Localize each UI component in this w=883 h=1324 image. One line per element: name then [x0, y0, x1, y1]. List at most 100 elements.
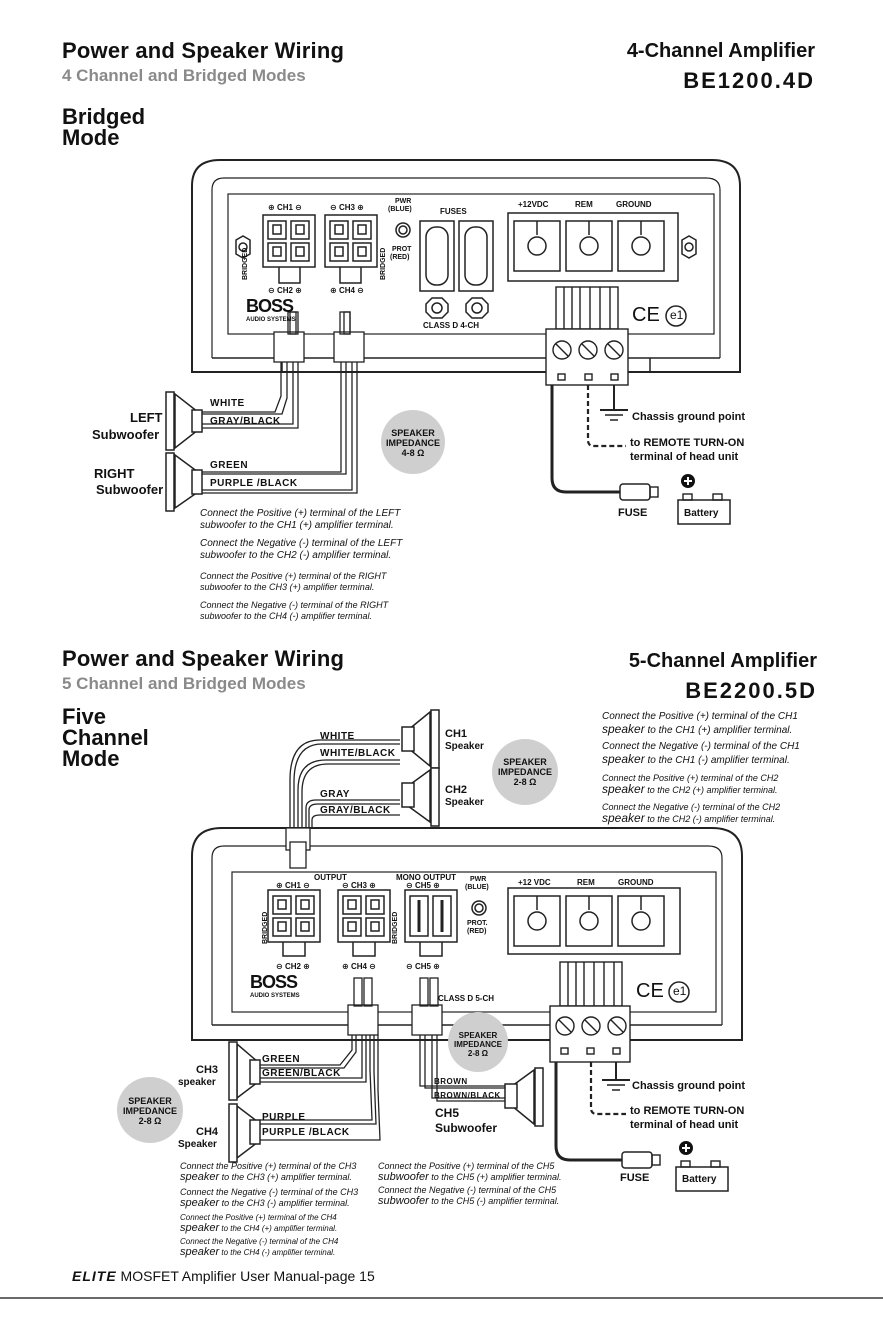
bottom-battery-label: Battery: [682, 1174, 717, 1185]
top-e1-mark: e1: [670, 308, 684, 322]
ch3-speaker-label: CH3: [196, 1064, 219, 1076]
top-fuse-label: FUSE: [618, 507, 648, 519]
bottom-note-r2: Connect the Negative (-) terminal of the…: [602, 741, 800, 766]
impedance-badge-ch5: [448, 1012, 508, 1072]
top-battery-label: Battery: [684, 508, 719, 519]
bottom-ch4-label: ⊕ CH4 ⊖: [342, 962, 376, 971]
top-boss-sub: AUDIO SYSTEMS: [246, 317, 296, 323]
wire-green-label: GREEN: [210, 460, 249, 471]
wire-green-black-label: GREEN/BLACK: [262, 1068, 341, 1079]
bottom-bridged-left: BRIDGED: [262, 911, 269, 944]
top-subtitle: 4 Channel and Bridged Modes: [62, 66, 306, 85]
wire-purple-black-label-b: PURPLE /BLACK: [262, 1127, 350, 1138]
wire-purple-black-label: PURPLE /BLACK: [210, 478, 298, 489]
bottom-title: Power and Speaker Wiring: [62, 646, 345, 671]
wire-gray-label: GRAY: [320, 789, 350, 800]
bottom-note-l2: Connect the Negative (-) terminal of the…: [180, 1187, 359, 1209]
wire-purple-label: PURPLE: [262, 1112, 306, 1123]
bottom-subtitle: 5 Channel and Bridged Modes: [62, 674, 306, 693]
top-ch2-label: ⊖ CH2 ⊕: [268, 286, 302, 295]
bottom-speaker-wires: [260, 739, 506, 1141]
top-power-harness: [545, 286, 731, 525]
bottom-e1-mark: e1: [673, 984, 687, 998]
bottom-ch2-label: ⊖ CH2 ⊕: [276, 962, 310, 971]
bottom-speakers: [228, 709, 544, 1163]
top-12v-label: +12VDC: [518, 200, 549, 209]
right-sub-label-2: Subwoofer: [96, 482, 164, 497]
wire-white-label-b: WHITE: [320, 731, 355, 742]
bottom-ch5-label: ⊖ CH5 ⊕: [406, 881, 440, 890]
top-amplifier: [191, 159, 741, 373]
bottom-note-l4: Connect the Negative (-) terminal of the…: [180, 1237, 339, 1258]
top-blue-label: (BLUE): [388, 206, 412, 213]
top-ce-mark: CE: [632, 304, 660, 326]
ch4-speaker-label-2: Speaker: [178, 1139, 217, 1150]
left-sub-label: LEFT: [130, 410, 163, 425]
top-ground-label: GROUND: [616, 200, 652, 209]
bottom-model: BE2200.5D: [685, 678, 817, 703]
bottom-ce-mark: CE: [636, 980, 664, 1002]
top-note-2: Connect the Negative (-) terminal of the…: [200, 538, 403, 561]
wire-gray-black-label: GRAY/BLACK: [210, 416, 281, 427]
right-sub-label: RIGHT: [94, 466, 135, 481]
bottom-rem-label: REM: [577, 878, 595, 887]
impedance-badge-top: [381, 410, 445, 474]
top-mode: Bridged Mode: [62, 104, 146, 150]
bottom-note-r1: Connect the Positive (+) terminal of the…: [602, 711, 798, 736]
top-ch4-label: ⊕ CH4 ⊖: [330, 286, 364, 295]
bottom-power-harness: [549, 961, 729, 1192]
top-title: Power and Speaker Wiring: [62, 38, 345, 63]
footer-brand: ELITE: [72, 1268, 117, 1284]
ch3-speaker-label-2: speaker: [178, 1077, 216, 1088]
bottom-prot-label: PROT.: [467, 920, 488, 927]
bottom-red-label: (RED): [467, 928, 487, 935]
bottom-ground-label: GROUND: [618, 878, 654, 887]
bottom-output-label: OUTPUT: [314, 873, 347, 882]
top-subwoofers: [165, 391, 203, 512]
top-model: BE1200.4D: [683, 68, 815, 93]
bottom-amplifier: [191, 827, 743, 1041]
top-bridged-left: BRIDGED: [242, 247, 249, 280]
top-prot-label: PROT: [392, 246, 412, 253]
top-class-d: CLASS D 4-CH: [423, 321, 480, 330]
top-boss-logo: BOSS: [246, 296, 294, 316]
ch1-speaker-label: CH1: [445, 728, 468, 740]
bottom-boss-logo: BOSS: [250, 972, 298, 992]
bottom-ch5-neg-label: ⊖ CH5 ⊕: [406, 962, 440, 971]
top-red-label: (RED): [390, 254, 410, 261]
wire-brown-black-label: BROWN/BLACK: [434, 1091, 501, 1100]
wire-white-label: WHITE: [210, 398, 245, 409]
impedance-badge-ch34: [117, 1077, 183, 1143]
bottom-note-l1: Connect the Positive (+) terminal of the…: [180, 1161, 357, 1183]
left-sub-label-2: Subwoofer: [92, 427, 160, 442]
bottom-bridged-right: BRIDGED: [392, 911, 399, 944]
bottom-pwr-label: PWR: [470, 876, 487, 883]
top-ch1-label: ⊕ CH1 ⊖: [268, 203, 302, 212]
bottom-class-d: CLASS D 5-CH: [438, 994, 495, 1003]
wire-green-label-b: GREEN: [262, 1054, 301, 1065]
top-remote-label-1: to REMOTE TURN-ON: [630, 437, 745, 449]
bottom-chassis-label: Chassis ground point: [632, 1080, 746, 1092]
ch1-speaker-label-2: Speaker: [445, 741, 484, 752]
ch4-speaker-label: CH4: [196, 1126, 219, 1138]
bottom-remote-label-2: terminal of head unit: [630, 1119, 739, 1131]
wire-brown-label: BROWN: [434, 1077, 468, 1086]
footer-text: MOSFET Amplifier User Manual-page 15: [116, 1268, 375, 1284]
top-bridged-right: BRIDGED: [380, 247, 387, 280]
top-chassis-label: Chassis ground point: [632, 411, 746, 423]
bottom-mono-output-label: MONO OUTPUT: [396, 873, 456, 882]
wire-gray-black-label-b: GRAY/BLACK: [320, 805, 391, 816]
bottom-note-l3: Connect the Positive (+) terminal of the…: [180, 1213, 338, 1234]
top-note-3: Connect the Positive (+) terminal of the…: [200, 571, 387, 592]
bottom-note-r4: Connect the Negative (-) terminal of the…: [602, 802, 781, 825]
ch5-sub-label-2: Subwoofer: [435, 1121, 497, 1135]
bottom-right-title: 5-Channel Amplifier: [628, 650, 817, 672]
bottom-note-m2: Connect the Negative (-) terminal of the…: [378, 1185, 560, 1207]
bottom-blue-label: (BLUE): [465, 884, 489, 891]
bottom-fuse-label: FUSE: [620, 1172, 650, 1184]
top-speaker-wires: [200, 311, 365, 494]
